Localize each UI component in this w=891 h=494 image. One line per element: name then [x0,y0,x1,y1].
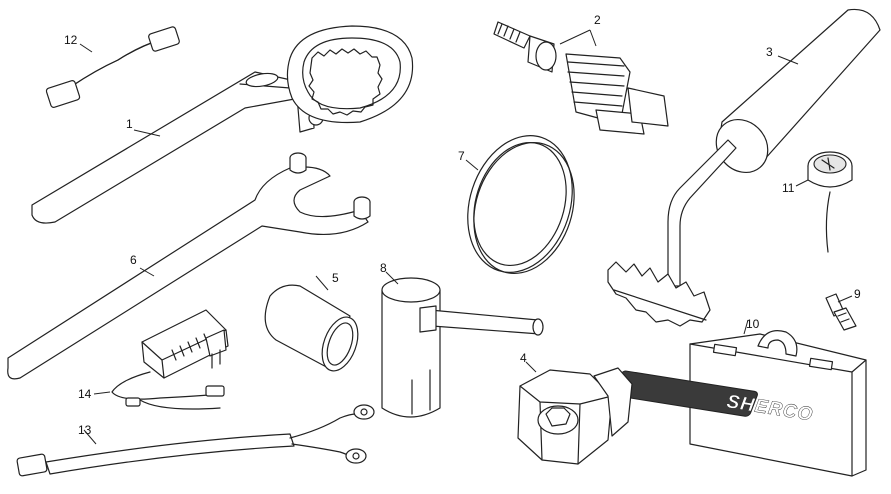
part-14-battery-charger [111,309,229,410]
part-3-gear-holding-tool [607,8,881,327]
callout-8: 8 [380,261,387,275]
part-8-pin-extractor [381,277,544,418]
callout-10: 10 [746,317,760,331]
leader-lines [79,29,853,445]
callout-1: 1 [126,117,133,131]
part-5-sleeve-tool [264,284,359,372]
part-10-tool-case: SHERCO [613,330,867,477]
part-2-threaded-adapter [493,21,669,135]
part-9-small-connector [825,293,857,331]
callout-9: 9 [854,287,861,301]
part-11-gauge [807,151,853,253]
part-12-harness-adapter [45,26,180,108]
callout-12: 12 [64,33,78,47]
callout-2: 2 [594,13,601,27]
part-7-ring-compressor [467,135,575,275]
callout-4: 4 [520,351,527,365]
callout-13: 13 [78,423,92,437]
part-6-pin-spanner-wrench [7,152,371,380]
callout-11: 11 [782,181,795,195]
callout-3: 3 [766,45,773,59]
callout-7: 7 [458,149,465,163]
part-4-hex-socket-tool [517,367,633,465]
callout-5: 5 [332,271,339,285]
callout-6: 6 [130,253,137,267]
part-13-lead-cable [16,404,375,477]
callout-14: 14 [78,387,92,401]
part-1-clutch-holder-wrench [31,25,414,224]
callout-labels: 1 2 3 4 5 6 7 8 9 10 11 12 13 14 [64,13,861,437]
